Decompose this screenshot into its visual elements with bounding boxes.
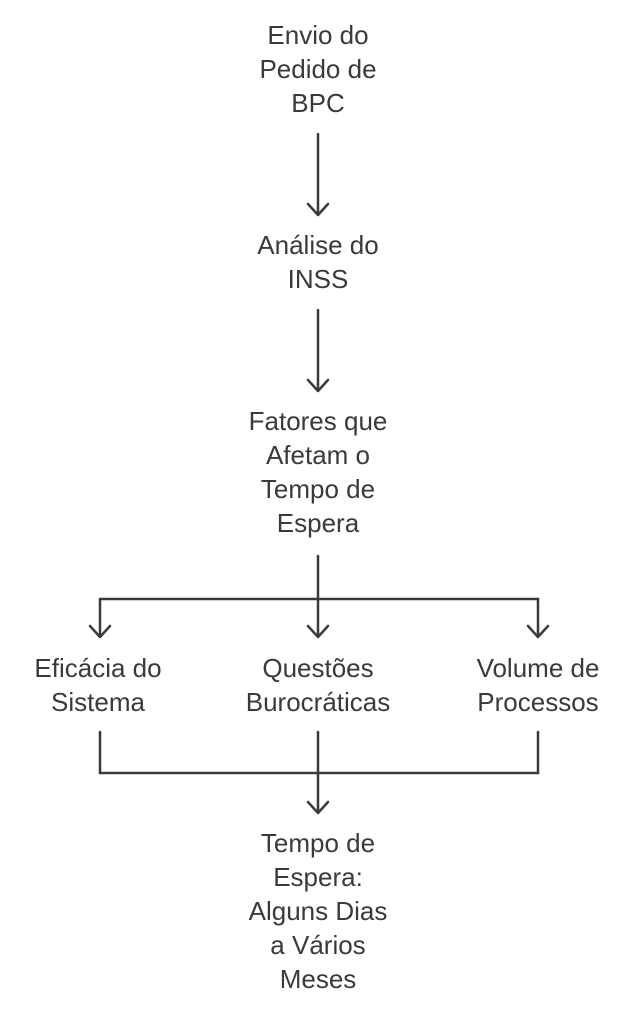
node-fatores-line-1: Fatores que (248, 406, 388, 436)
node-tempo-line-2: Espera: (273, 862, 363, 892)
node-volume-line-2: Processos (477, 687, 599, 717)
node-envio-do-pedido: Envio do Pedido de BPC (218, 18, 418, 120)
node-envio-line-1: Envio do (267, 20, 369, 50)
node-fatores-line-3: Tempo de (260, 474, 376, 504)
node-eficacia-do-sistema: Eficácia do Sistema (0, 651, 196, 719)
node-questoes-line-2: Burocráticas (245, 687, 391, 717)
node-envio-line-2: Pedido de (259, 54, 377, 84)
node-envio-line-3: BPC (291, 88, 345, 118)
node-questoes-line-1: Questões (262, 653, 374, 683)
arrowhead-tempo (306, 800, 330, 815)
node-analise-line-2: INSS (287, 264, 349, 294)
node-tempo-de-espera: Tempo de Espera: Alguns Dias a Vários Me… (208, 826, 428, 996)
arrowhead-eficacia (88, 624, 112, 639)
node-tempo-line-5: Meses (279, 964, 357, 994)
node-fatores-line-2: Afetam o (265, 440, 371, 470)
node-eficacia-line-1: Eficácia do (34, 653, 162, 683)
node-volume-line-1: Volume de (476, 653, 600, 683)
node-tempo-line-1: Tempo de (260, 828, 376, 858)
node-eficacia-line-2: Sistema (51, 687, 145, 717)
arrowhead-volume (526, 624, 550, 639)
node-analise-do-inss: Análise do INSS (218, 228, 418, 296)
node-tempo-line-4: a Vários (270, 930, 366, 960)
arrowhead-analise (306, 202, 330, 217)
arrowhead-fatores (306, 378, 330, 393)
node-tempo-line-3: Alguns Dias (248, 896, 388, 926)
arrowhead-questoes (306, 624, 330, 639)
node-volume-de-processos: Volume de Processos (440, 651, 636, 719)
node-fatores: Fatores que Afetam o Tempo de Espera (208, 404, 428, 540)
node-questoes-burocraticas: Questões Burocráticas (208, 651, 428, 719)
node-fatores-line-4: Espera (276, 508, 360, 538)
node-analise-line-1: Análise do (257, 230, 379, 260)
